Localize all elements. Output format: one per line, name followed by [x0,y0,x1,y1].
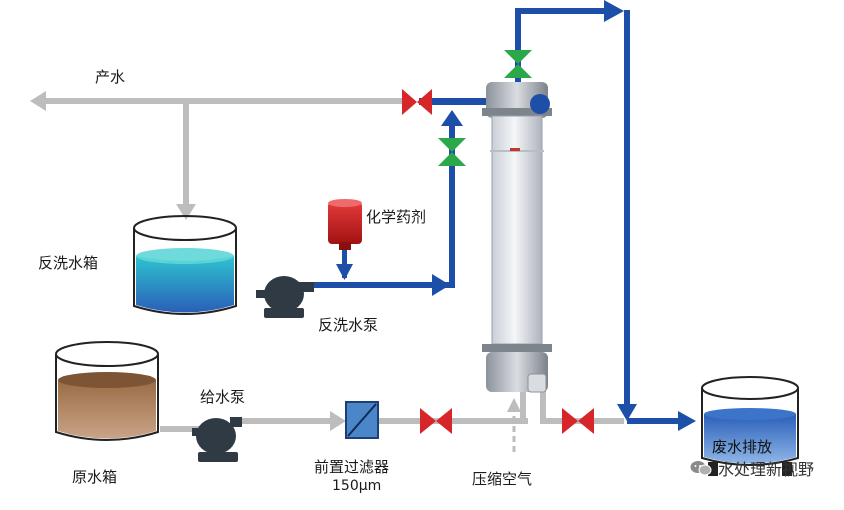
label-compressed-air: 压缩空气 [472,470,533,488]
concentrate-riser-line [515,8,521,88]
prefilter [345,401,379,439]
product-drop-arrow [176,204,196,220]
module-drain-riser [540,388,546,424]
label-product-water: 产水 [95,68,126,86]
concentrate-top-arrow [604,0,624,22]
label-feed-pump: 给水泵 [200,388,246,406]
watermark: 水处理新视野 [690,456,814,480]
label-chemical: 化学药剂 [366,208,427,226]
concentrate-top-line [515,8,607,14]
valve-drain-red [562,408,594,434]
backwash-pump [256,276,314,318]
label-waste-discharge: 废水排放 [712,438,773,456]
waste-inlet-line [627,418,683,424]
module-feed-riser [520,388,526,424]
watermark-text: 水处理新视野 [717,460,814,479]
label-prefilter-size: 150μm [332,478,382,494]
product-header-line [419,98,537,105]
product-outlet-arrow [30,91,46,111]
backwash-flow-arrow [432,274,450,296]
product-main-line [44,98,404,104]
label-prefilter: 前置过滤器 [314,458,390,476]
backwash-riser-line [449,124,455,288]
valve-concentrate-green [504,50,532,78]
backwash-pump-outlet-line [312,282,454,288]
chemical-tank [328,199,362,250]
valve-to-module-line [456,418,528,424]
raw-to-pump-line [160,426,200,432]
pump-to-filter-line [236,418,332,424]
waste-tank [701,376,799,476]
uf-membrane-module [482,82,552,393]
wechat-icon [690,460,712,476]
module-product-port [530,94,550,114]
concentrate-down-line [624,10,630,410]
compressed-air-line [507,398,521,452]
feed-pump [192,417,242,462]
label-backwash-pump: 反洗水泵 [318,316,379,334]
chemical-dose-line [342,248,347,278]
valve-backwash-green [438,138,466,166]
filter-in-arrow [330,411,346,431]
valve-product-red [402,89,432,115]
backwash-lines [312,0,696,431]
waste-inlet-arrow [678,411,696,431]
chemical-dose-arrow [336,264,353,280]
product-drop-line [183,101,189,206]
label-raw-tank: 原水箱 [72,468,118,486]
backwash-riser-arrow [441,110,463,126]
label-backwash-tank: 反洗水箱 [38,254,99,272]
valve-feed-red [420,408,452,434]
backwash-tank [133,215,237,315]
concentrate-down-arrow [617,404,637,421]
raw-water-tank [55,341,159,441]
